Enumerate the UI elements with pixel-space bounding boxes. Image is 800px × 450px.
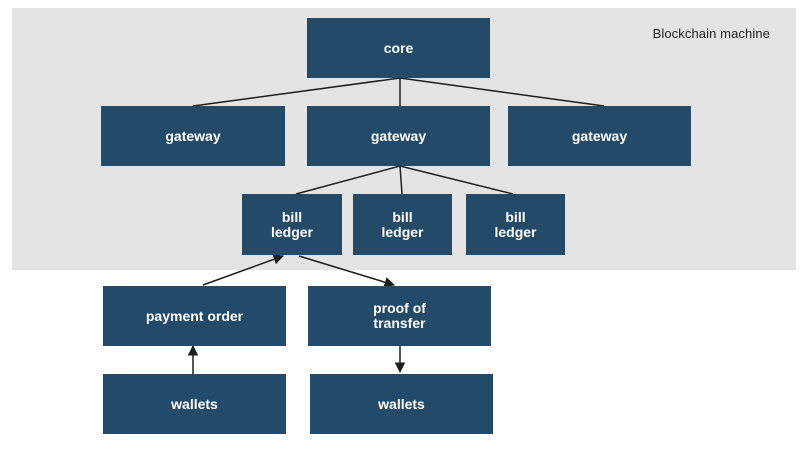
core-node: core	[307, 18, 490, 78]
wallets-node-2: wallets	[310, 374, 493, 434]
bill-ledger-label-2: bill ledger	[381, 208, 424, 240]
gateway-label-3: gateway	[571, 127, 628, 144]
wallets-node-1: wallets	[103, 374, 286, 434]
proof-of-transfer-node: proof of transfer	[308, 286, 491, 346]
bill-ledger-node-1: bill ledger	[242, 194, 342, 255]
wallets-label-1: wallets	[171, 395, 218, 412]
wallets-label-2: wallets	[378, 395, 425, 412]
gateway-node-2: gateway	[307, 106, 490, 166]
bill-ledger-node-2: bill ledger	[353, 194, 452, 255]
payment-order-label: payment order	[145, 307, 244, 324]
gateway-node-1: gateway	[101, 106, 285, 166]
core-label: core	[383, 39, 414, 56]
bill-ledger-label-1: bill ledger	[270, 208, 313, 240]
gateway-label-2: gateway	[370, 127, 427, 144]
proof-of-transfer-label: proof of transfer	[373, 300, 426, 331]
bill-ledger-label-3: bill ledger	[494, 208, 537, 240]
gateway-node-3: gateway	[508, 106, 691, 166]
gateway-label-1: gateway	[165, 127, 221, 144]
bill-ledger-node-3: bill ledger	[466, 194, 565, 255]
payment-order-node: payment order	[103, 286, 286, 346]
region-label: Blockchain machine	[652, 26, 770, 41]
